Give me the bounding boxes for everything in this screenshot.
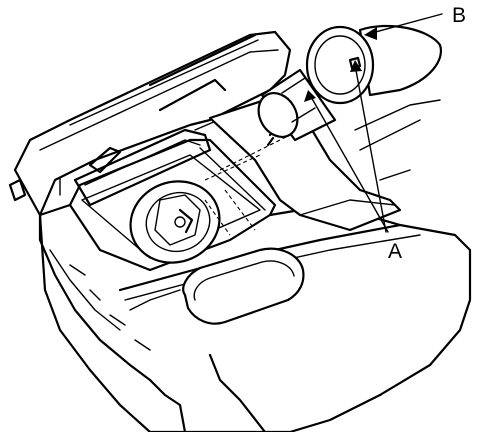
open-lid <box>8 30 292 217</box>
arrowhead-a-left <box>304 90 316 102</box>
arrowhead-b <box>364 27 377 40</box>
lighter-socket <box>129 180 221 264</box>
arrowhead-a-right <box>350 60 362 72</box>
leader-lines <box>304 13 443 233</box>
callout-label-a: A <box>388 240 402 263</box>
callout-label-b: B <box>452 4 466 27</box>
cigarette-lighter <box>257 24 443 142</box>
switch-button <box>182 247 305 325</box>
